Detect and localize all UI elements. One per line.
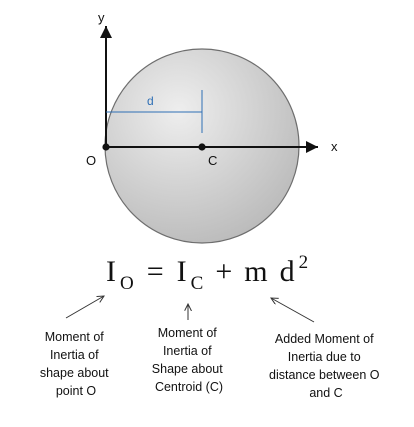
centroid-label: C [208,153,217,168]
x-axis-label: x [331,139,338,154]
equation-plus: + [215,255,232,288]
parallel-axis-equation: I O = I C + m d 2 [106,252,308,294]
equation-equals: = [147,255,164,288]
equation-lhs-subscript: O [120,273,134,294]
origin-label: O [86,153,96,168]
equation-lhs-symbol: I [106,255,116,288]
equation-mass: m [244,255,267,288]
origin-point [102,143,110,151]
equation-rhs-subscript: C [191,273,204,294]
y-axis-label: y [98,10,105,25]
equation-distance: d [280,255,295,288]
annotation-moment-about-o: Moment of Inertia of shape about point O [40,330,112,398]
pointer-arrow-io [65,296,104,319]
annotation-added-moment: Added Moment of Inertia due to distance … [269,332,383,400]
annotation-moment-about-centroid: Moment of Inertia of Shape about Centroi… [152,326,226,394]
equation-exponent: 2 [299,252,309,273]
equation-rhs-symbol: I [177,255,187,288]
pointer-arrow-md2 [271,298,315,323]
centroid-point [198,143,206,151]
dimension-label: d [147,94,154,108]
